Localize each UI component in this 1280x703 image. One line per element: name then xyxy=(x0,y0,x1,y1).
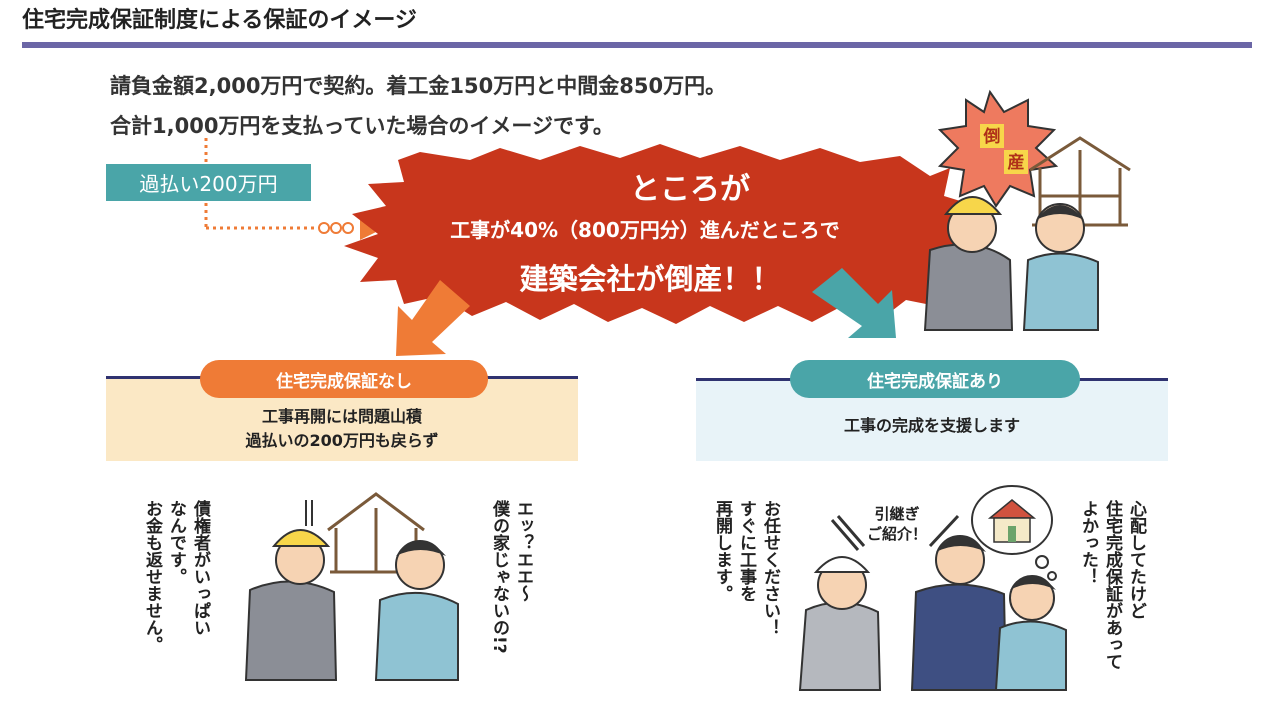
page-title: 住宅完成保証制度による保証のイメージ xyxy=(22,8,417,33)
guarantee-line-1: 工事の完成を支援します xyxy=(843,416,1020,435)
burst-line-2: 工事が40%（800万円分）進んだところで xyxy=(450,218,840,242)
bankrupt-char-1: 倒 xyxy=(983,127,1001,147)
no-guarantee-line-1: 工事再開には問題山積 xyxy=(261,407,422,426)
guarantee-pill: 住宅完成保証あり xyxy=(790,360,1080,398)
burst-line-3: 建築会社が倒産！！ xyxy=(519,262,781,296)
house-icon xyxy=(987,499,1037,543)
burst-line-1: ところが xyxy=(630,172,750,207)
overpayment-label: 過払い200万円 xyxy=(106,164,311,201)
owner-speech-relief: 心配してたけど 住宅完成保証があって よかった！ xyxy=(1078,500,1146,670)
contractor-speech: 債権者がいっぱい なんです。 お金も返せません。 xyxy=(142,500,210,653)
bankrupt-char-2: 産 xyxy=(1007,153,1025,173)
teal-arrow-icon xyxy=(812,268,896,338)
no-guarantee-line-2: 過払いの200万円も戻らず xyxy=(245,431,439,450)
title-divider xyxy=(22,42,1252,48)
orange-arrow-icon xyxy=(396,280,470,356)
owner-speech-shock: エッ？エエ～ 僕の家じゃないの!? xyxy=(489,500,533,654)
intro-line-2: 合計1,000万円を支払っていた場合のイメージです。 xyxy=(110,114,614,138)
intro-line-1: 請負金額2,000万円で契約。着工金150万円と中間金850万円。 xyxy=(110,74,727,98)
new-contractor-speech: お任せください！ すぐに工事を 再開します。 xyxy=(712,500,780,636)
intro-speech: 引継ぎ ご紹介！ xyxy=(866,505,927,543)
no-guarantee-pill: 住宅完成保証なし xyxy=(200,360,488,398)
